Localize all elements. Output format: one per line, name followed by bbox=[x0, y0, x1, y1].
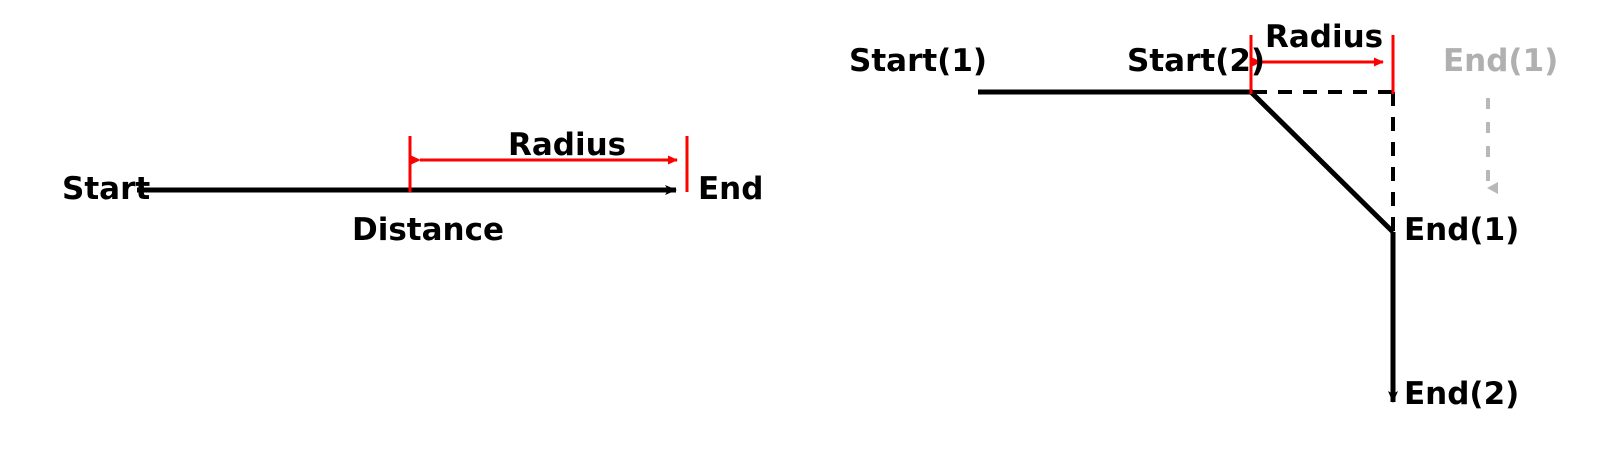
left-diagram-group bbox=[137, 136, 689, 195]
left-radius-label: Radius bbox=[508, 127, 627, 163]
right-diagram-group bbox=[978, 35, 1498, 403]
right-start2-label: Start(2) bbox=[1127, 43, 1266, 79]
right-end1-ghost-label: End(1) bbox=[1443, 43, 1559, 79]
right-end1-label: End(1) bbox=[1404, 212, 1520, 248]
right-start1-label: Start(1) bbox=[849, 43, 988, 79]
right-chamfer-diagonal bbox=[1249, 90, 1395, 234]
left-start-label: Start bbox=[62, 171, 151, 207]
left-distance-label: Distance bbox=[352, 212, 505, 248]
left-end-label: End bbox=[698, 171, 764, 207]
right-radius-label: Radius bbox=[1265, 19, 1384, 55]
right-end2-label: End(2) bbox=[1404, 376, 1520, 412]
